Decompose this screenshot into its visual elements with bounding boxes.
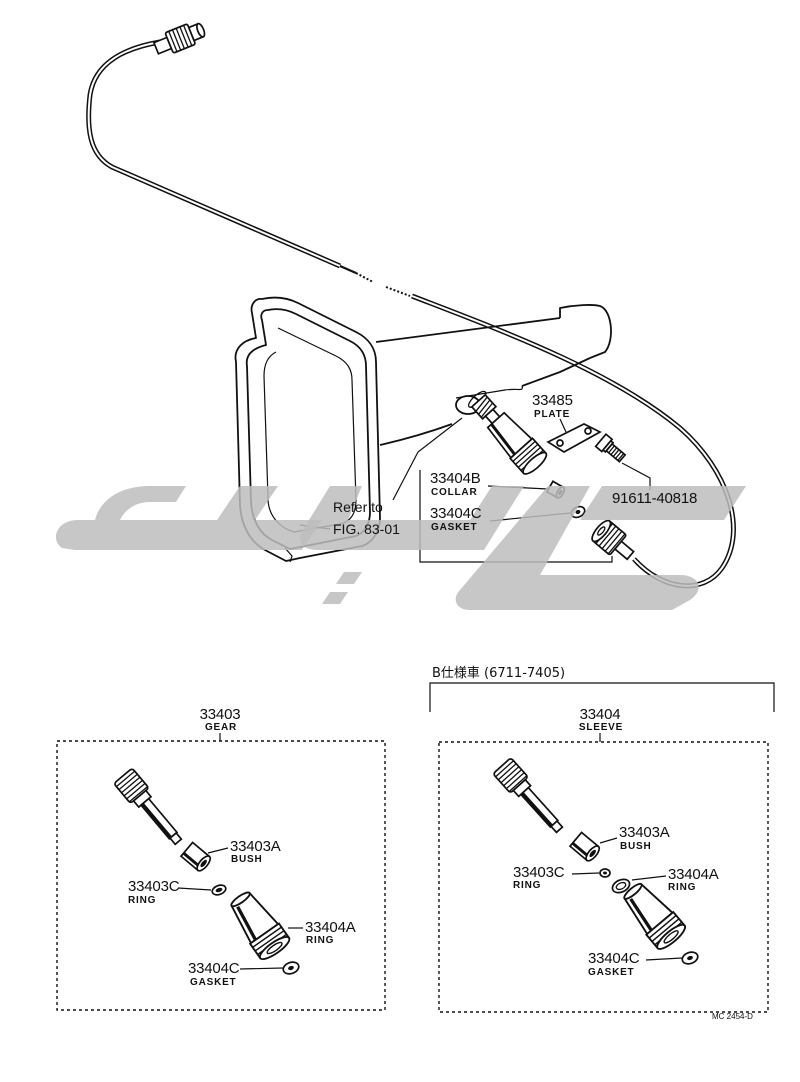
speedometer-driven-gear-assembly — [467, 390, 548, 475]
gear-kit-gasket-name: GASKET — [190, 977, 236, 988]
bolt-part — [594, 432, 627, 463]
reference-line-1: Refer to — [333, 499, 383, 515]
gasket-part-name: GASKET — [431, 522, 477, 533]
sleeve-kit-gasket-name: GASKET — [588, 967, 634, 978]
figure-code: MC 2454-D — [712, 1012, 753, 1021]
gear-kit-sleeve-ring-number: 33404A — [305, 919, 356, 936]
sleeve-kit-ring-name: RING — [513, 880, 541, 891]
bush-part — [179, 840, 215, 875]
gasket-part-number: 33404C — [430, 505, 482, 522]
cable-meter-connector — [152, 22, 206, 55]
sleeve-kit-variant-label: B仕様車 (6711-7405) — [432, 666, 565, 681]
plate-part — [546, 423, 602, 453]
plate-part-number: 33485 — [532, 392, 573, 409]
gear-kit-box — [56, 733, 386, 1011]
gear-kit-sleeve-ring-name: RING — [306, 935, 334, 946]
sleeve-ring-part — [222, 884, 294, 965]
plate-part-name: PLATE — [534, 409, 570, 420]
collar-part-name: COLLAR — [431, 487, 477, 498]
bolt-part-number: 91611-40818 — [612, 490, 697, 507]
gear-kit-ring-number: 33403C — [128, 878, 180, 895]
cable-transmission-connector — [591, 519, 635, 561]
gear-kit-ring-name: RING — [128, 895, 156, 906]
gear-kit-bush-number: 33403A — [230, 838, 281, 855]
sleeve-kit-bush-number: 33403A — [619, 824, 670, 841]
gear-shaft-part — [491, 756, 570, 840]
sleeve-kit-bush-name: BUSH — [620, 841, 652, 852]
sleeve-kit-ring-number: 33403C — [513, 864, 565, 881]
gear-kit-name: GEAR — [205, 722, 237, 733]
sleeve-kit-name: SLEEVE — [579, 722, 623, 733]
sleeve-kit-number: 33404 — [580, 706, 621, 723]
watermark-logo — [55, 486, 746, 610]
collar-part-number: 33404B — [430, 470, 481, 487]
sleeve-kit-gasket-number: 33404C — [588, 950, 640, 967]
gear-kit-bush-name: BUSH — [231, 854, 263, 865]
gear-kit-number: 33403 — [200, 706, 241, 723]
gear-kit-gasket-number: 33404C — [188, 960, 240, 977]
sleeve-kit-sleeve-ring-name: RING — [668, 882, 696, 893]
sleeve-kit-box — [429, 682, 775, 1013]
reference-line-2: FIG. 83-01 — [333, 521, 400, 537]
gear-shaft-part — [112, 766, 189, 851]
bush-part — [568, 830, 604, 865]
sleeve-kit-sleeve-ring-number: 33404A — [668, 866, 719, 883]
